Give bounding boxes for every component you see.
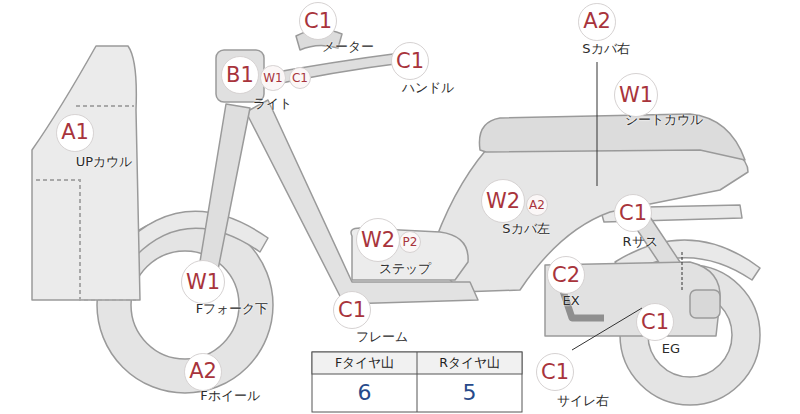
- callout-circle: C2: [547, 256, 585, 294]
- part-name: ステップ: [379, 262, 431, 276]
- part-name: UPカウル: [76, 155, 132, 169]
- part-name: サイレ右: [557, 394, 609, 408]
- damage-code: A2: [189, 361, 217, 382]
- damage-code: A2: [583, 11, 611, 32]
- part-name: Fフォーク下: [196, 302, 268, 316]
- damage-code: A2: [529, 199, 545, 211]
- part-name: Sカバ右: [582, 42, 629, 56]
- callout-circle: C1: [333, 291, 371, 329]
- callout-circle: C1: [391, 42, 429, 80]
- callout-circle: P2: [399, 231, 421, 253]
- damage-code: C1: [396, 51, 424, 72]
- damage-code: C1: [304, 11, 332, 32]
- damage-code: A1: [61, 122, 89, 143]
- part-name: シートカウル: [625, 113, 703, 127]
- callout-circle: W1: [181, 260, 225, 304]
- part-name: ライト: [253, 97, 292, 111]
- damage-code: C1: [541, 362, 569, 383]
- table-value: 5: [463, 381, 477, 405]
- damage-code: C1: [338, 300, 366, 321]
- damage-code: B1: [226, 65, 254, 86]
- table-header: Fタイヤ山: [335, 356, 394, 370]
- table-value: 6: [358, 381, 372, 405]
- damage-code: W1: [186, 272, 220, 293]
- damage-code: C1: [619, 203, 647, 224]
- callout-circle: C1: [289, 67, 311, 89]
- damage-code: C2: [552, 265, 580, 286]
- callout-circle: W2: [481, 179, 525, 223]
- callout-circle: W1: [260, 65, 286, 91]
- callout-circle: A2: [526, 194, 548, 216]
- part-name: Fホイール: [200, 389, 259, 403]
- callout-circle: C1: [614, 194, 652, 232]
- tyre-table: [312, 352, 522, 412]
- part-name: メーター: [322, 40, 374, 54]
- callout-circle: B1: [221, 56, 259, 94]
- callout-circle: W1: [614, 73, 658, 117]
- damage-code: W1: [263, 72, 283, 84]
- part-name: EX: [562, 294, 579, 308]
- table-header: Rタイヤ山: [439, 356, 500, 370]
- damage-code: W1: [619, 85, 653, 106]
- callout-circle: C1: [299, 2, 337, 40]
- damage-code: C1: [641, 312, 669, 333]
- damage-code: W2: [486, 191, 520, 212]
- callout-circle: A2: [578, 3, 616, 41]
- part-name: ハンドル: [402, 81, 454, 95]
- part-name: フレーム: [356, 330, 408, 344]
- part-name: EG: [662, 342, 680, 356]
- callout-circle: W2: [356, 218, 400, 262]
- part-name: Sカバ左: [502, 222, 549, 236]
- callout-circle: A1: [56, 114, 94, 152]
- damage-code: C1: [292, 72, 308, 84]
- damage-code: P2: [403, 236, 418, 248]
- part-name: Rサス: [622, 235, 657, 249]
- damage-code: W2: [361, 230, 395, 251]
- callout-circle: C1: [636, 303, 674, 341]
- callout-circle: A2: [184, 353, 222, 391]
- callout-circle: C1: [536, 353, 574, 391]
